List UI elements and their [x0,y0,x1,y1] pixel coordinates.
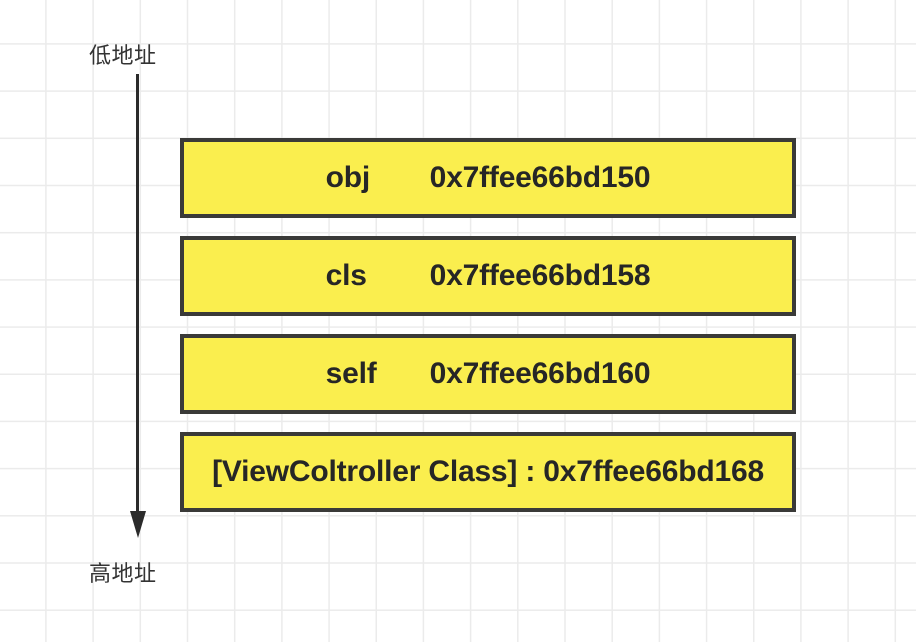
stack-frame-content: self 0x7ffee66bd160 [326,357,651,391]
variable-address: 0x7ffee66bd158 [429,259,651,292]
variable-name: self [325,357,377,390]
arrow-head [130,511,146,538]
stack-frame-content: cls 0x7ffee66bd158 [326,259,651,293]
stack-frame-list: obj 0x7ffee66bd150 cls 0x7ffee66bd158 se… [180,138,796,512]
stack-frame-row: cls 0x7ffee66bd158 [180,236,796,316]
class-object-entry: [ViewColtroller Class] : 0x7ffee66bd168 [212,455,764,488]
low-address-label: 低地址 [89,43,157,68]
stack-frame-row: self 0x7ffee66bd160 [180,334,796,414]
stack-frame-row: obj 0x7ffee66bd150 [180,138,796,218]
stack-frame-row: [ViewColtroller Class] : 0x7ffee66bd168 [180,432,796,512]
variable-name: cls [325,259,367,292]
high-address-label: 高地址 [89,561,157,586]
variable-name: obj [325,161,371,194]
variable-address: 0x7ffee66bd160 [429,357,651,390]
down-arrow-icon [130,74,146,542]
stack-frame-content: obj 0x7ffee66bd150 [326,161,651,195]
stack-frame-content: [ViewColtroller Class] : 0x7ffee66bd168 [212,455,764,489]
variable-address: 0x7ffee66bd150 [429,161,651,194]
arrow-shaft [136,74,139,516]
